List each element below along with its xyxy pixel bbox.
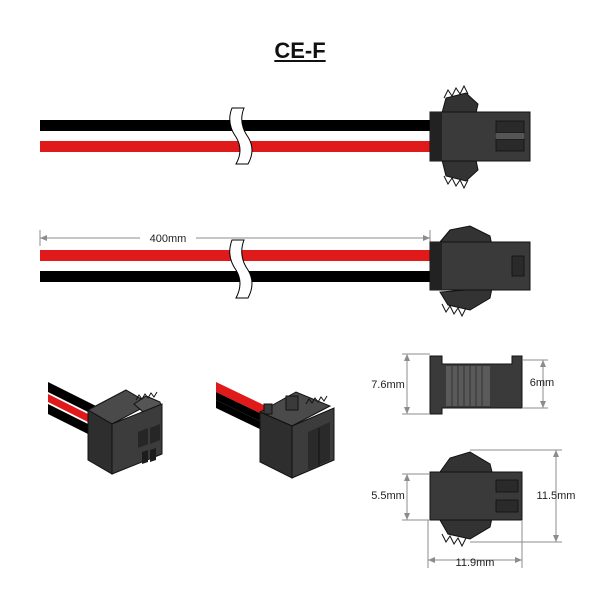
cable-break-mark	[229, 239, 253, 299]
dimension-housing-length: 11.9mm	[456, 557, 495, 569]
connector-perspective-2	[216, 382, 335, 479]
technical-end-view: 7.6mm 6mm	[371, 353, 554, 415]
connector-side-view-top	[429, 84, 531, 190]
diagram-title: CE-F	[274, 38, 326, 63]
cable-length-dimension: 400mm	[39, 230, 431, 246]
wire-black-middle	[40, 271, 432, 282]
cable-length-label: 400mm	[150, 233, 187, 245]
wire-red-top	[40, 141, 432, 152]
cable-assembly-middle: 400mm	[39, 225, 531, 318]
cable-break-mark	[229, 107, 253, 165]
connector-side-view-middle	[429, 225, 531, 318]
technical-side-view: 5.5mm 11.5mm 11.9mm	[371, 449, 576, 569]
dimension-housing-height-total: 7.6mm	[371, 379, 405, 391]
cable-assembly-top	[40, 84, 531, 190]
connector-perspective-1	[48, 382, 163, 475]
dimension-housing-height-body: 6mm	[530, 377, 554, 389]
dimension-latch-height: 11.5mm	[537, 490, 576, 502]
dimension-pin-pitch-height: 5.5mm	[371, 490, 405, 502]
